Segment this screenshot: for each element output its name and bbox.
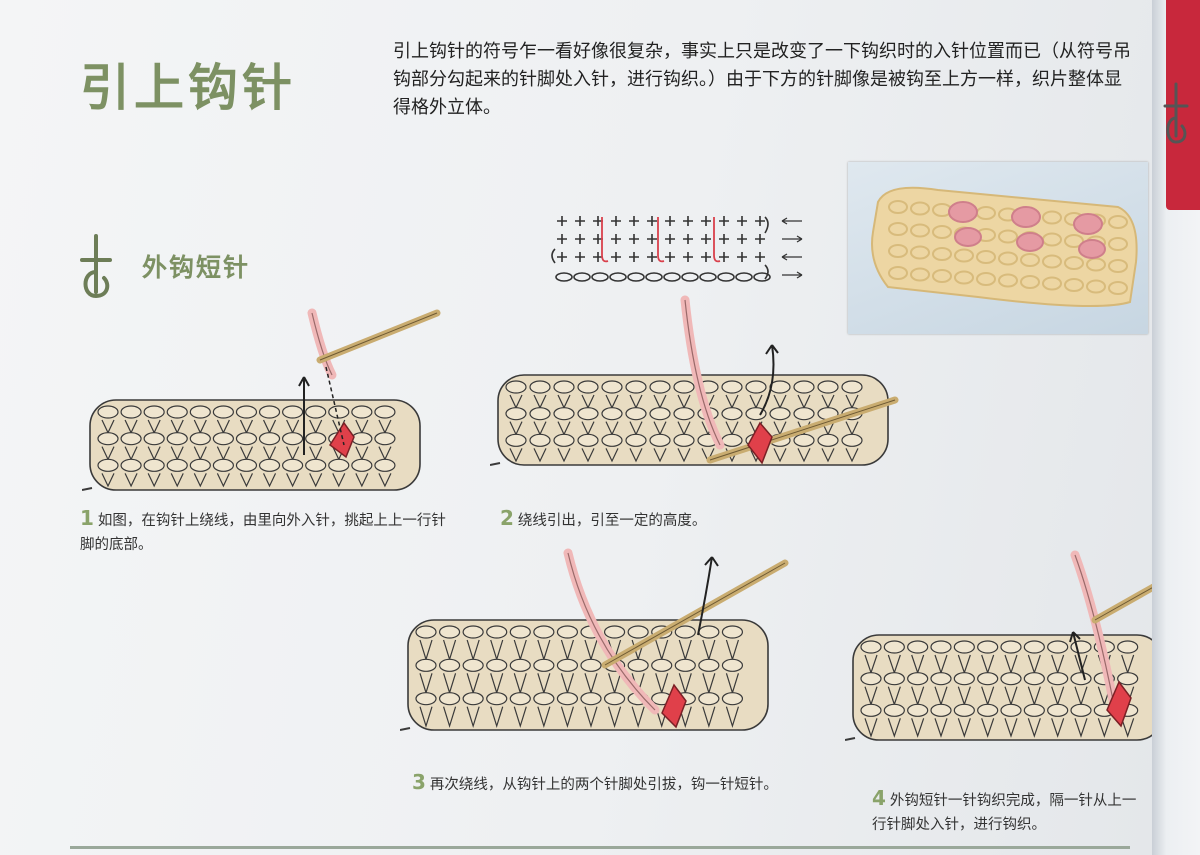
step4-number: 4	[872, 786, 886, 810]
step3-text: 再次绕线，从钩针上的两个针脚处引拔，钩一针短针。	[429, 777, 778, 793]
intro-paragraph: 引上钩针的符号乍一看好像很复杂，事实上只是改变了一下钩织时的入针位置而已（从符号…	[393, 41, 1131, 118]
front-post-sc-icon	[80, 234, 112, 299]
crochet-rows	[400, 619, 769, 731]
stitch-chart-rows	[551, 216, 771, 282]
page-bottom-rule	[70, 846, 1130, 849]
step2-number: 2	[500, 506, 514, 530]
section-title: 外钩短针	[142, 253, 251, 282]
step3-illustration	[400, 548, 789, 731]
step1-illustration	[82, 308, 441, 491]
step2-text: 绕线引出，引至一定的高度。	[517, 513, 707, 529]
pink-post-stitches	[948, 201, 1106, 259]
front-post-marks	[601, 217, 721, 263]
step2-illustration	[490, 295, 899, 466]
page-title: 引上钩针	[80, 59, 296, 117]
swatch-photo	[848, 162, 1148, 334]
arrow-up-icon	[298, 376, 310, 455]
step1-text: 如图，在钩针上绕线，由里向外入针，挑起上上一行针脚的底部。	[80, 513, 446, 553]
step4-illustration	[845, 550, 1184, 741]
row-direction-arrows	[781, 217, 803, 279]
crochet-rows	[845, 634, 1164, 741]
arrow-up-icon	[1069, 631, 1086, 681]
front-post-sc-icon	[1163, 82, 1189, 144]
arrow-up-icon	[759, 344, 779, 416]
step1-number: 1	[80, 506, 94, 530]
crochet-rows	[490, 374, 889, 466]
stitch-chart	[551, 216, 803, 282]
step3-number: 3	[412, 770, 426, 794]
arrow-up-icon	[697, 556, 719, 636]
step4-text: 外钩短针一针钩织完成，隔一针从上一行针脚处入针，进行钩织。	[872, 793, 1137, 833]
crochet-rows	[82, 399, 421, 491]
